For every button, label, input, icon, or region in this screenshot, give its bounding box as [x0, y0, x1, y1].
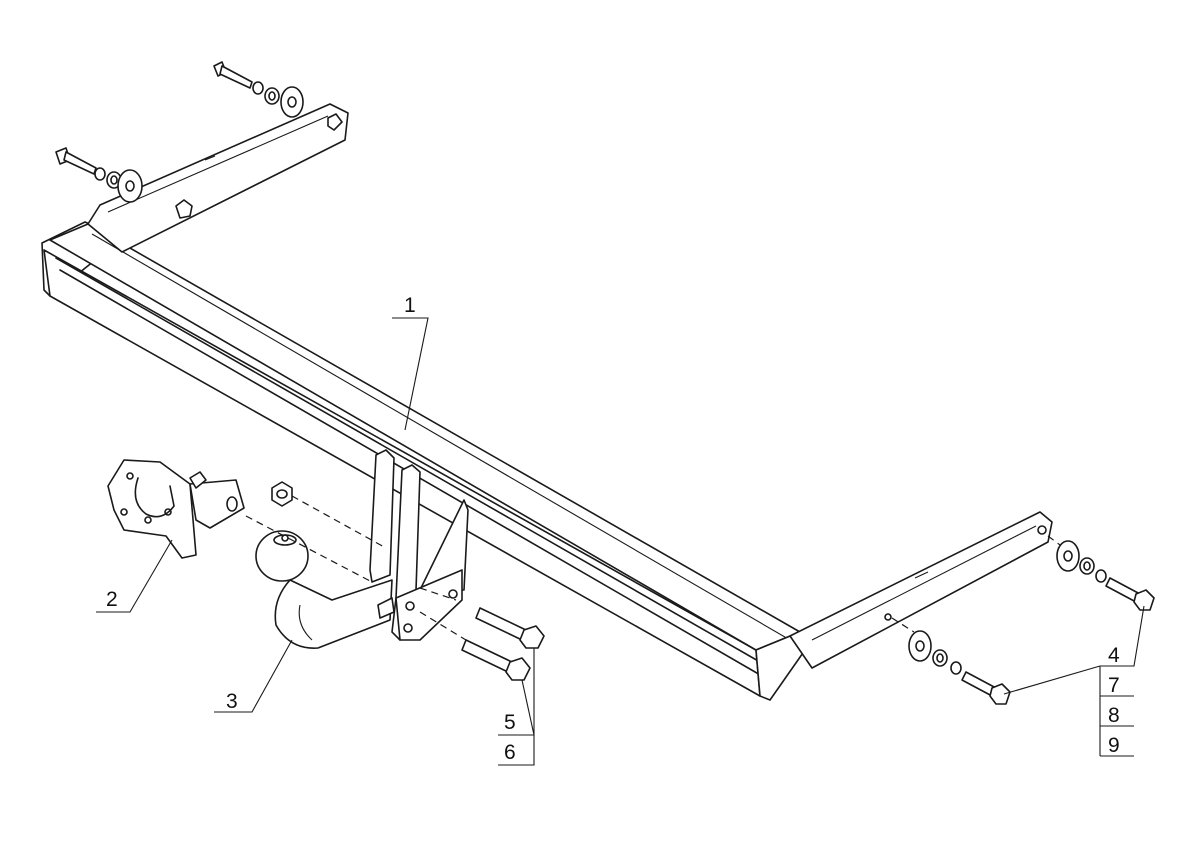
callout-7: 7 [1108, 674, 1120, 697]
callout-1: 1 [404, 294, 416, 317]
left-side-bracket [87, 103, 349, 253]
callout-labels: 1 2 3 5 6 4 7 8 9 [106, 294, 1120, 764]
callout-5: 5 [504, 711, 516, 734]
callout-4: 4 [1108, 644, 1120, 667]
ball-mount-plates [369, 449, 469, 641]
leader-lines [96, 317, 1145, 766]
callout-8: 8 [1108, 704, 1120, 727]
towball [255, 530, 395, 649]
socket-plate [107, 459, 245, 559]
callout-6: 6 [504, 741, 516, 764]
left-lower-bolt-set [55, 147, 193, 219]
callout-9: 9 [1108, 734, 1120, 757]
callout-3: 3 [226, 690, 238, 713]
callout-2: 2 [106, 588, 118, 611]
right-hardware [891, 535, 1155, 705]
center-hardware [245, 481, 545, 681]
right-side-bracket [789, 511, 1053, 669]
left-upper-bolt-set [213, 61, 343, 131]
